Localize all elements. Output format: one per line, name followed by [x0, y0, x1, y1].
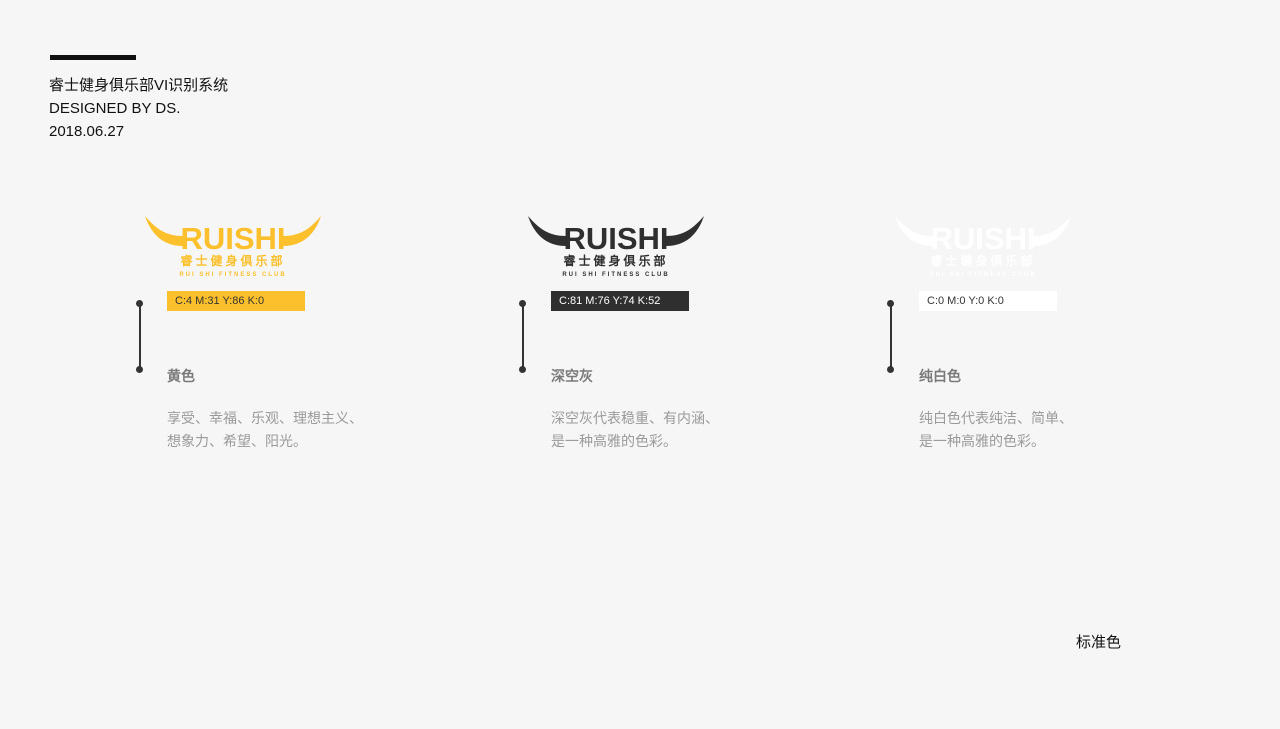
color-desc-line: 是一种高雅的色彩。: [919, 433, 1045, 449]
timeline-dot-top: [136, 300, 143, 307]
project-date: 2018.06.27: [49, 123, 125, 140]
color-desc-dark-gray: 深空灰代表稳重、有内涵、 是一种高雅的色彩。: [551, 407, 719, 453]
color-desc-white: 纯白色代表纯洁、简单、 是一种高雅的色彩。: [919, 407, 1073, 453]
header-accent-bar: [50, 55, 136, 60]
logo-english-name: RUI SHI FITNESS CLUB: [179, 272, 286, 278]
timeline-dot-bottom: [887, 366, 894, 373]
cmyk-chip-yellow: C:4 M:31 Y:86 K:0: [167, 291, 305, 311]
timeline-dot-bottom: [136, 366, 143, 373]
logo-chinese-name: 睿士健身俱乐部: [563, 253, 668, 268]
logo-wordmark: RUISHI: [930, 221, 1035, 256]
color-name-white: 纯白色: [919, 368, 961, 384]
timeline-rail: [890, 303, 892, 369]
color-desc-line: 纯白色代表纯洁、简单、: [919, 410, 1073, 426]
section-label: 标准色: [1076, 634, 1122, 651]
ruishi-logo-dark: RUISHI 睿士健身俱乐部 RUI SHI FITNESS CLUB: [528, 216, 704, 278]
cmyk-chip-dark-gray: C:81 M:76 Y:74 K:52: [551, 291, 689, 311]
project-title: 睿士健身俱乐部VI识别系统: [49, 77, 229, 94]
timeline-dot-top: [519, 300, 526, 307]
color-name-dark-gray: 深空灰: [551, 368, 593, 384]
logo-english-name: RUI SHI FITNESS CLUB: [929, 272, 1036, 278]
header-block: 睿士健身俱乐部VI识别系统 DESIGNED BY DS. 2018.06.27: [49, 74, 228, 143]
designer-credit: DESIGNED BY DS.: [49, 100, 181, 117]
ruishi-logo-white: RUISHI 睿士健身俱乐部 RUI SHI FITNESS CLUB: [895, 216, 1071, 278]
color-desc-line: 享受、幸福、乐观、理想主义、: [167, 410, 363, 426]
logo-chinese-name: 睿士健身俱乐部: [930, 253, 1035, 268]
logo-english-name: RUI SHI FITNESS CLUB: [562, 272, 669, 278]
logo-chinese-name: 睿士健身俱乐部: [180, 253, 285, 268]
timeline-dot-bottom: [519, 366, 526, 373]
timeline-rail: [139, 303, 141, 369]
timeline-dot-top: [887, 300, 894, 307]
color-desc-line: 深空灰代表稳重、有内涵、: [551, 410, 719, 426]
logo-wordmark: RUISHI: [180, 221, 285, 256]
color-desc-yellow: 享受、幸福、乐观、理想主义、 想象力、希望、阳光。: [167, 407, 363, 453]
ruishi-logo-yellow: RUISHI 睿士健身俱乐部 RUI SHI FITNESS CLUB: [145, 216, 321, 278]
timeline-rail: [522, 303, 524, 369]
cmyk-chip-white: C:0 M:0 Y:0 K:0: [919, 291, 1057, 311]
color-desc-line: 想象力、希望、阳光。: [167, 433, 307, 449]
logo-wordmark: RUISHI: [563, 221, 668, 256]
color-desc-line: 是一种高雅的色彩。: [551, 433, 677, 449]
color-name-yellow: 黄色: [167, 368, 195, 384]
